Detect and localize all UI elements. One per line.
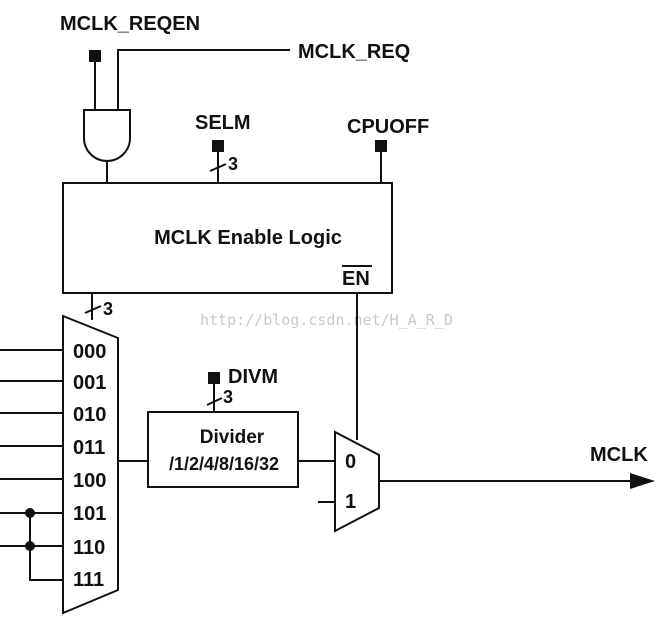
mclk-req-label: MCLK_REQ: [298, 41, 410, 63]
mclk-reqen-label: MCLK_REQEN: [60, 13, 200, 35]
mux-select-bus-slash: [84, 305, 102, 314]
mux-input-000: 000: [73, 341, 106, 363]
mclk-output-arrow-icon: [630, 473, 655, 489]
mclk-enable-logic-block: [62, 182, 393, 294]
mux-input-111: 111: [73, 569, 104, 591]
divider-block: [147, 411, 299, 488]
mux-input-labels: 000 001 010 011 100 101 110 111: [73, 341, 106, 591]
mux-input-110: 110: [73, 537, 105, 559]
mux-input-001: 001: [73, 372, 106, 394]
divm-label: DIVM: [228, 366, 278, 388]
mux-input-100: 100: [73, 470, 106, 492]
divm-width-label: 3: [223, 387, 233, 407]
enable-logic-title: MCLK Enable Logic: [154, 227, 342, 249]
cpuoff-label: CPUOFF: [347, 116, 429, 138]
en-pin-label: EN: [342, 268, 370, 290]
outmux-input-1: 1: [345, 491, 356, 513]
mux-select-width-label: 3: [103, 299, 113, 319]
selm-pin: [212, 140, 224, 152]
junction-dot-110: [25, 541, 35, 551]
outmux-input-0: 0: [345, 451, 356, 473]
mux-input-011: 011: [73, 437, 105, 459]
selm-label: SELM: [195, 112, 251, 134]
divm-bus-slash: [206, 397, 223, 406]
mclk-req-wire: [117, 49, 290, 110]
junction-dot-101: [25, 508, 35, 518]
selm-width-label: 3: [228, 154, 238, 174]
mux-input-010: 010: [73, 404, 106, 426]
and-gate: [83, 109, 131, 162]
divider-ratios: /1/2/4/8/16/32: [169, 454, 279, 474]
mux-input-wires: [0, 349, 63, 581]
divider-title: Divider: [200, 427, 265, 448]
input-wire-111-tie: [29, 513, 63, 581]
mclk-reqen-pin: [89, 50, 101, 62]
mux-input-101: 101: [73, 503, 106, 525]
watermark-text: http://blog.csdn.net/H_A_R_D: [200, 311, 453, 329]
selm-bus-slash: [209, 163, 227, 172]
output-mux-2to1: [334, 430, 380, 533]
divm-pin: [208, 372, 220, 384]
mclk-output-label: MCLK: [590, 444, 648, 466]
cpuoff-pin: [375, 140, 387, 152]
